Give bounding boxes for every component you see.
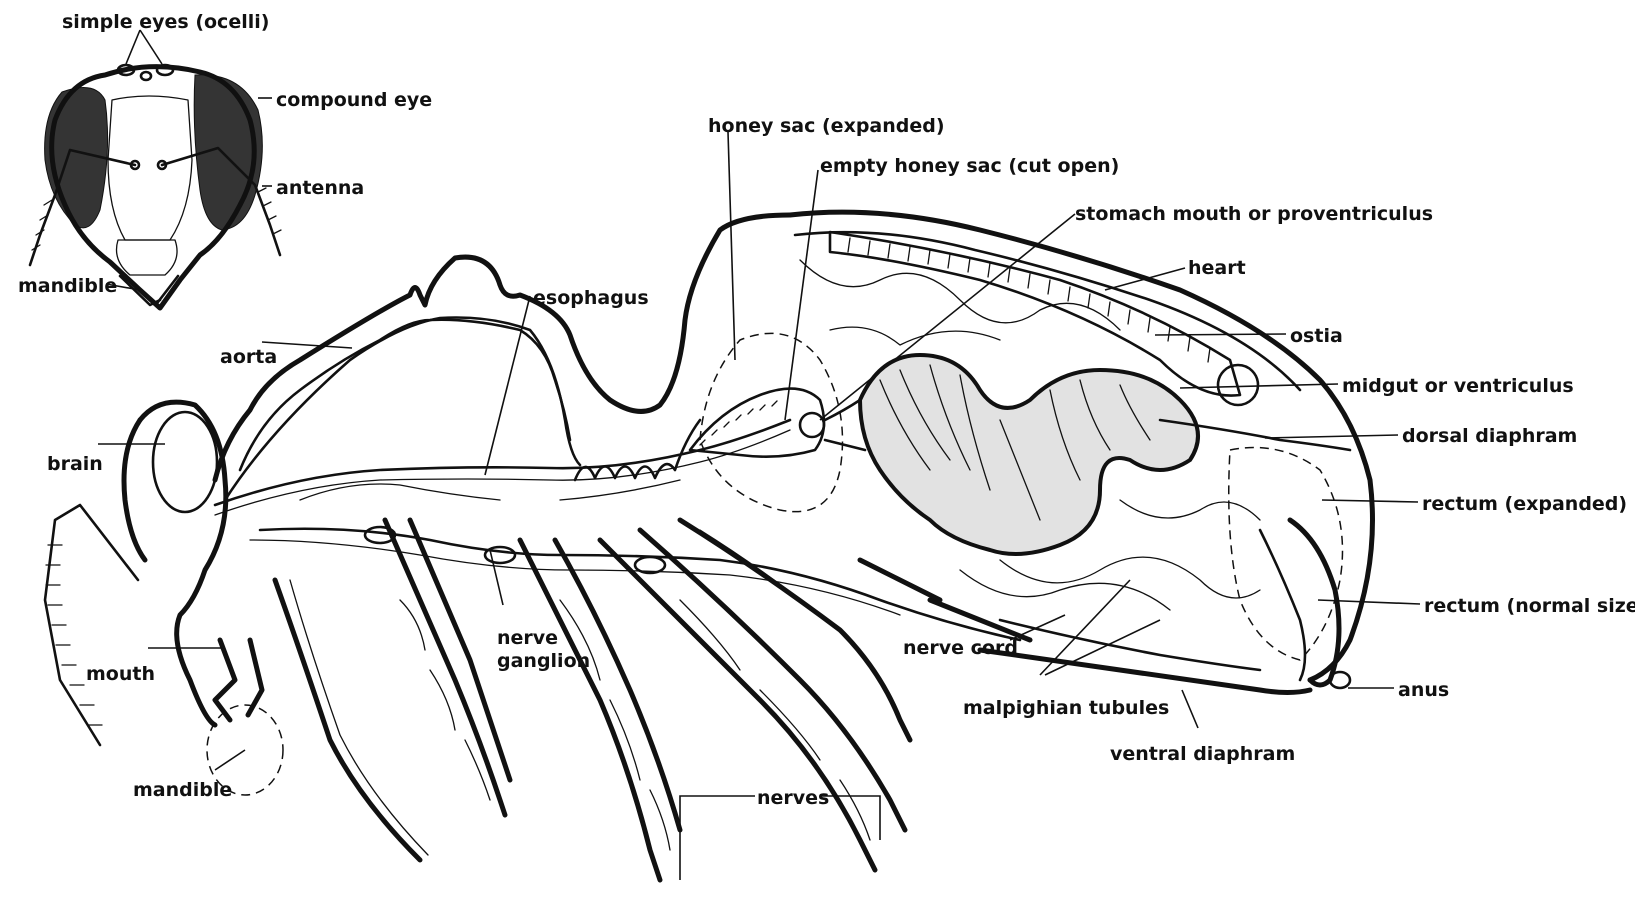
- label-honey-sac-expanded: honey sac (expanded): [708, 115, 945, 137]
- label-malpighian-tubules: malpighian tubules: [963, 697, 1169, 719]
- label-mandible-body: mandible: [133, 779, 232, 801]
- label-nerve-ganglion-line2: ganglion: [497, 650, 590, 672]
- anus-opening: [1330, 672, 1350, 688]
- proventriculus: [800, 413, 824, 437]
- ocellus-mid: [141, 72, 151, 80]
- brain-shape: [153, 412, 217, 512]
- bee-body-section: [45, 212, 1373, 880]
- label-empty-honey-sac: empty honey sac (cut open): [820, 155, 1119, 177]
- label-nerves: nerves: [757, 787, 829, 809]
- label-compound-eye: compound eye: [276, 89, 432, 111]
- label-mouth: mouth: [86, 663, 155, 685]
- nerve-ganglion-2: [485, 547, 515, 563]
- label-dorsal-diaphram: dorsal diaphram: [1402, 425, 1577, 447]
- midgut-organ: [860, 355, 1198, 554]
- label-ventral-diaphram: ventral diaphram: [1110, 743, 1295, 765]
- label-ostia: ostia: [1290, 325, 1343, 347]
- label-heart: heart: [1188, 257, 1246, 279]
- label-antenna: antenna: [276, 177, 364, 199]
- label-nerve-cord: nerve cord: [903, 637, 1018, 659]
- label-simple-eyes: simple eyes (ocelli): [62, 11, 269, 33]
- rectum-expanded: [1229, 448, 1343, 661]
- label-nerve-ganglion-line1: nerve: [497, 627, 558, 649]
- rectum-normal: [1290, 520, 1339, 685]
- label-aorta: aorta: [220, 346, 277, 368]
- label-midgut: midgut or ventriculus: [1342, 375, 1574, 397]
- head-front-view: [30, 65, 281, 308]
- label-brain: brain: [47, 453, 103, 475]
- label-mandible-head: mandible: [18, 275, 117, 297]
- label-rectum-normal: rectum (normal size): [1424, 595, 1635, 617]
- label-rectum-expanded: rectum (expanded): [1422, 493, 1627, 515]
- honey-sac-expanded: [700, 333, 843, 511]
- label-esophagus: esophagus: [533, 287, 649, 309]
- label-anus: anus: [1398, 679, 1449, 701]
- label-stomach-mouth: stomach mouth or proventriculus: [1075, 203, 1433, 225]
